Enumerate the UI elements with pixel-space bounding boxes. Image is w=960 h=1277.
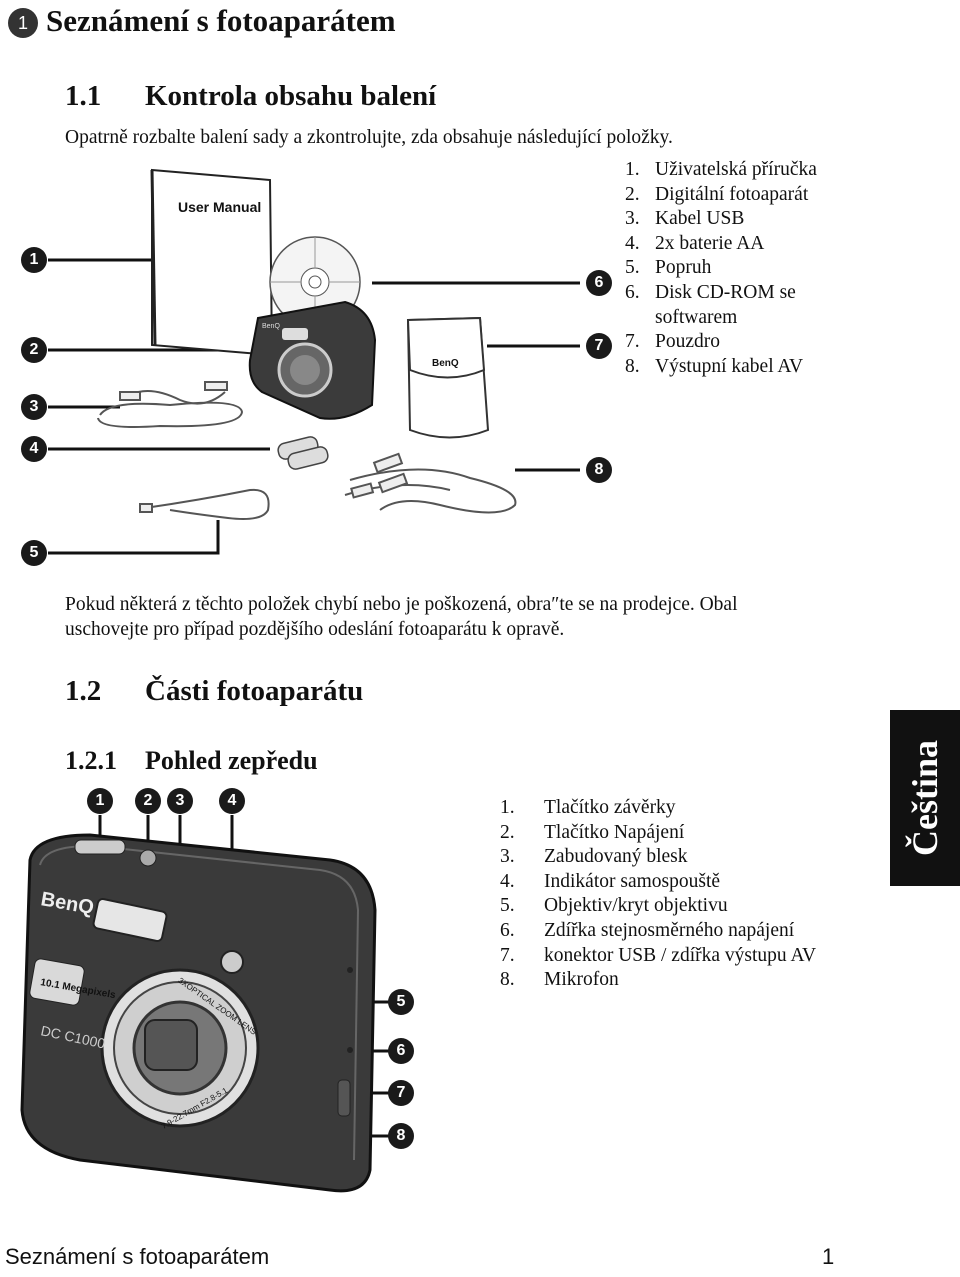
list-item: 8.Mikrofon	[500, 969, 619, 991]
front-callout-7: 7	[388, 1080, 414, 1106]
package-contents-illustration: User Manual BenQ BenQ	[48, 168, 580, 555]
front-callout-5: 5	[388, 989, 414, 1015]
page-number: 1	[822, 1244, 835, 1269]
list-item: 1.Uživatelská příručka	[625, 159, 817, 180]
callout-8: 8	[586, 457, 612, 483]
usb-cable-illustration	[97, 381, 244, 428]
manual-label: User Manual	[178, 199, 261, 215]
list-item: 5.Popruh	[625, 257, 712, 279]
section-1-2-1-heading: 1.2.1 Pohled zepředu	[65, 746, 318, 776]
section-number: 1.2.1	[65, 746, 117, 775]
section-number: 1.1	[65, 80, 102, 112]
list-item: 3.Kabel USB	[625, 208, 745, 230]
section-title: Kontrola obsahu balení	[145, 80, 437, 112]
list-item: 5.Objektiv/kryt objektivu	[500, 895, 728, 917]
camera-illustration: BenQ	[248, 300, 377, 420]
chapter-number-badge: 1	[8, 8, 38, 38]
footer-title: Seznámení s fotoaparátem	[5, 1244, 270, 1269]
list-item: 6.Disk CD-ROM se softwarem	[625, 281, 796, 328]
front-callout-3: 3	[167, 788, 193, 814]
list-item: 7.konektor USB / zdířka výstupu AV	[500, 944, 817, 966]
camera-front-view-illustration: BenQ 10.1 Megapixels DC C1000 3XOPTICAL …	[20, 815, 390, 1193]
callout-7: 7	[586, 333, 612, 359]
wrist-strap-illustration	[139, 488, 270, 520]
callout-2: 2	[21, 337, 47, 363]
section-title: Pohled zepředu	[145, 746, 318, 775]
section-number: 1.2	[65, 675, 102, 707]
chapter-title: Seznámení s fotoaparátem	[46, 3, 396, 38]
callout-4: 4	[21, 436, 47, 462]
section-1-1-heading: 1.1 Kontrola obsahu balení	[65, 80, 436, 113]
front-callout-2: 2	[135, 788, 161, 814]
front-callout-6: 6	[388, 1038, 414, 1064]
list-item: 1.Tlačítko závěrky	[500, 797, 676, 818]
section-1-2-heading: 1.2 Části fotoaparátu	[65, 675, 363, 708]
callout-6: 6	[586, 270, 612, 296]
front-callout-8: 8	[388, 1123, 414, 1149]
pouch-brand: BenQ	[432, 358, 459, 369]
list-item: 3.Zabudovaný blesk	[500, 846, 688, 868]
list-item: 4.Indikátor samospouště	[500, 870, 721, 892]
camera-parts-list: 1.Tlačítko závěrky 2.Tlačítko Napájení 3…	[500, 796, 830, 993]
missing-items-note-line1: Pokud některá z těchto položek chybí neb…	[65, 594, 738, 615]
pouch-illustration: BenQ	[406, 316, 490, 439]
language-tab: Čeština	[890, 710, 960, 886]
callout-1: 1	[21, 247, 47, 273]
section-intro: Opatrně rozbalte balení sady a zkontrolu…	[65, 127, 673, 148]
missing-items-note-line2: uschovejte pro případ pozdějšího odeslán…	[65, 619, 565, 640]
list-item: 6.Zdířka stejnosměrného napájení	[500, 919, 795, 941]
av-cable-illustration	[344, 452, 517, 514]
front-callout-1: 1	[87, 788, 113, 814]
batteries-illustration	[277, 436, 329, 470]
front-callout-4: 4	[219, 788, 245, 814]
package-items-list: 1.Uživatelská příručka 2.Digitální fotoa…	[625, 158, 865, 379]
list-item: 8.Výstupní kabel AV	[625, 355, 804, 377]
camera-brand-small: BenQ	[262, 323, 280, 330]
list-item: 4.2x baterie AA	[625, 232, 765, 254]
list-item: 2.Tlačítko Napájení	[500, 821, 685, 843]
list-item: 7.Pouzdro	[625, 331, 720, 353]
section-title: Části fotoaparátu	[145, 675, 364, 707]
callout-5: 5	[21, 540, 47, 566]
user-manual-illustration: User Manual	[150, 168, 274, 357]
callout-3: 3	[21, 394, 47, 420]
list-item: 2.Digitální fotoaparát	[625, 183, 809, 205]
